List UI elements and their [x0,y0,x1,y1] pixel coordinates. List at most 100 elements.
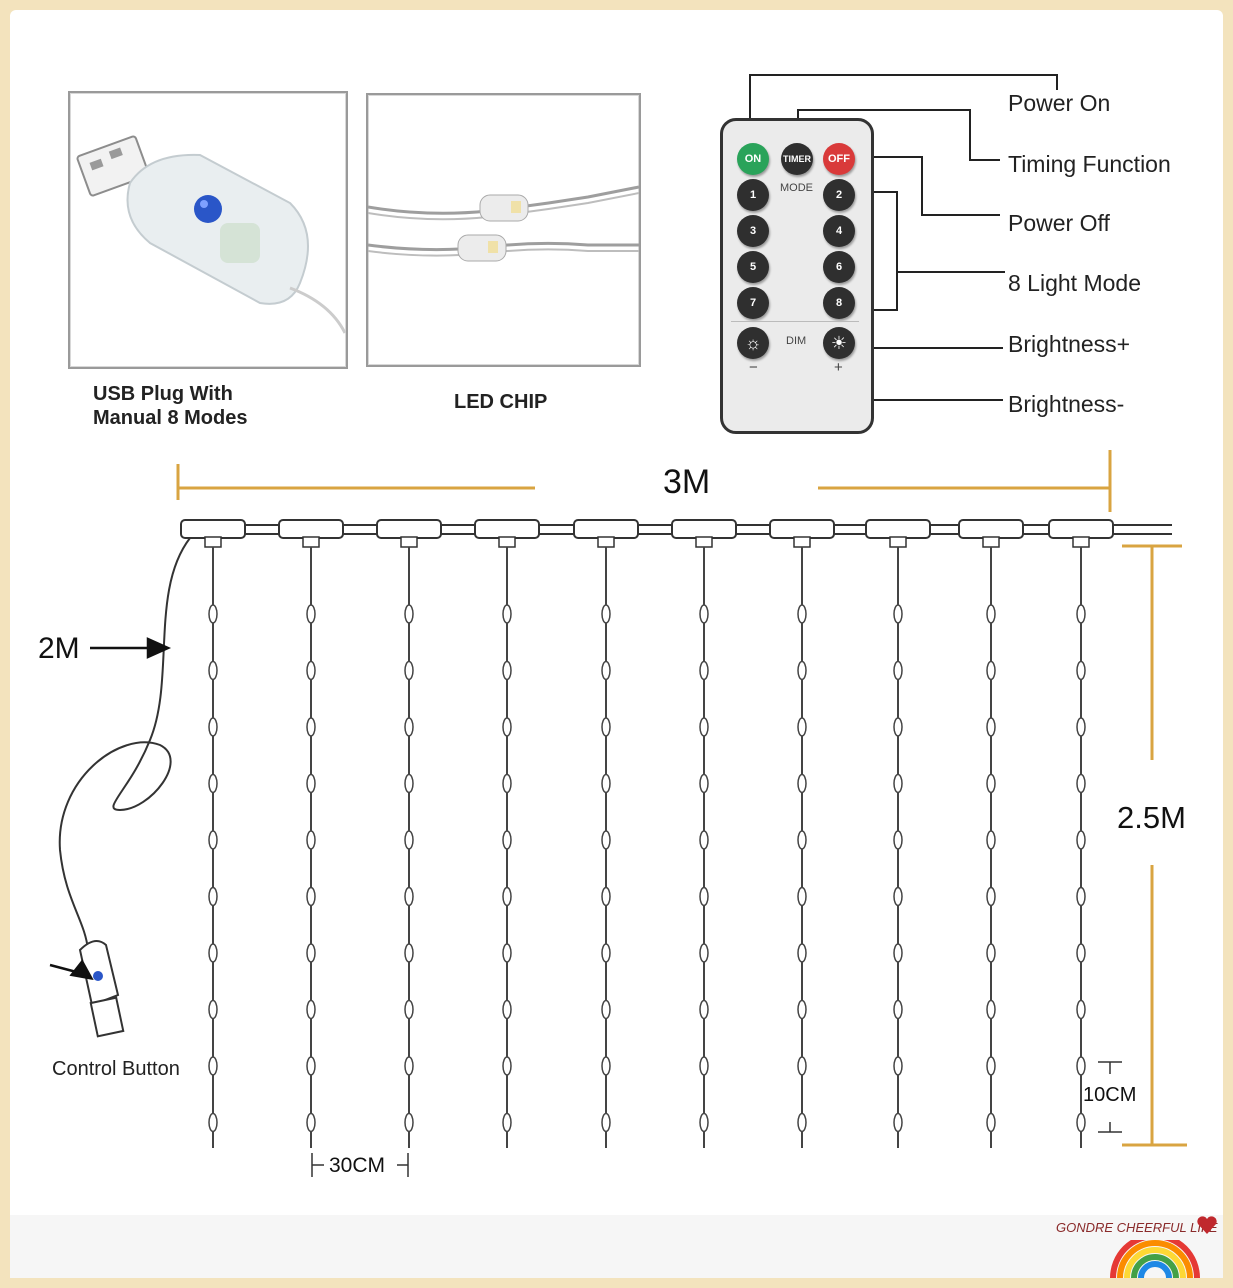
strand-connector-1 [180,519,246,539]
strand-5-led-6 [601,886,611,907]
strand-8-led-2 [893,660,903,681]
strand-connector-5 [573,519,639,539]
strand-3-led-2 [404,660,414,681]
strand-4-led-6 [502,886,512,907]
strand-1-led-2 [208,660,218,681]
strand-9-led-4 [986,773,996,794]
remote-mode-3[interactable]: 3 [737,215,769,247]
heart-icon [1197,1216,1217,1234]
strand-10-led-8 [1076,999,1086,1020]
strand-6-led-7 [699,943,709,963]
light-mode-label: 8 Light Mode [1008,270,1141,296]
remote-mode-8[interactable]: 8 [823,287,855,319]
led-chip-photo [366,93,641,367]
strand-1-led-7 [208,943,218,963]
strand-6-led-3 [699,717,709,737]
strand-3-led-4 [404,773,414,794]
remote-divider [731,321,859,322]
remote-mode-2[interactable]: 2 [823,179,855,211]
strand-8-led-7 [893,943,903,963]
strand-4-led-8 [502,999,512,1020]
strand-spacing-label: 30CM [329,1154,386,1177]
height-label: 2.5M [1117,800,1186,835]
remote-mode-7[interactable]: 7 [737,287,769,319]
strand-2-led-6 [306,886,316,907]
strand-2-led-7 [306,943,316,963]
strand-3-led-9 [404,1056,414,1076]
strand-2-led-1 [306,604,316,624]
sun-dim-icon: ☼ [744,332,762,353]
led-spacing-label: 10CM [1083,1084,1137,1106]
remote-plus-label: + [834,359,843,376]
strand-7-led-2 [797,660,807,681]
strand-8-led-1 [893,604,903,624]
strand-2-led-2 [306,660,316,681]
strand-7-led-6 [797,886,807,907]
strand-1-led-4 [208,773,218,794]
remote-brightness-up-button[interactable]: ☀ [823,327,855,359]
strand-10-led-4 [1076,773,1086,794]
strand-8-led-4 [893,773,903,794]
strand-cap-1 [204,536,222,548]
remote-on-button[interactable]: ON [737,143,769,175]
strand-10-led-10 [1076,1112,1086,1133]
remote-mode-1[interactable]: 1 [737,179,769,211]
strand-8-led-8 [893,999,903,1020]
strand-9-led-1 [986,604,996,624]
strand-6-led-10 [699,1112,709,1133]
strand-9-led-8 [986,999,996,1020]
strand-cap-8 [889,536,907,548]
strand-3-led-7 [404,943,414,963]
strand-5-led-2 [601,660,611,681]
remote-control: ON TIMER OFF MODE 1 2 3 4 5 6 7 8 ☼ DIM … [720,118,874,434]
strand-1-led-3 [208,717,218,737]
strand-6-led-6 [699,886,709,907]
strand-3-led-8 [404,999,414,1020]
remote-mode-5[interactable]: 5 [737,251,769,283]
strand-7-led-3 [797,717,807,737]
strand-6-led-8 [699,999,709,1020]
strand-6-led-9 [699,1056,709,1076]
strand-9-led-7 [986,943,996,963]
strand-7-led-4 [797,773,807,794]
curtain-light-drawing [49,450,1187,1177]
strand-4-led-10 [502,1112,512,1133]
strand-connector-7 [769,519,835,539]
strand-8-led-9 [893,1056,903,1076]
remote-brightness-down-button[interactable]: ☼ [737,327,769,359]
strand-8-led-3 [893,717,903,737]
strand-connector-2 [278,519,344,539]
remote-dim-label: DIM [786,335,807,347]
remote-mode-label: MODE [780,182,813,194]
strand-5-led-4 [601,773,611,794]
strand-7-led-1 [797,604,807,624]
strand-5-led-5 [601,830,611,850]
remote-timer-button[interactable]: TIMER [781,143,813,175]
strand-9-led-6 [986,886,996,907]
strand-4-led-2 [502,660,512,681]
remote-off-button[interactable]: OFF [823,143,855,175]
strand-10-led-5 [1076,830,1086,850]
strand-1-led-5 [208,830,218,850]
strand-2-led-9 [306,1056,316,1076]
brightness-down-label: Brightness- [1008,391,1125,417]
strand-connector-8 [865,519,931,539]
remote-mode-4[interactable]: 4 [823,215,855,247]
strand-10-led-2 [1076,660,1086,681]
control-button-label: Control Button [52,1058,180,1080]
width-label: 3M [663,463,711,501]
strand-1-led-10 [208,1112,218,1133]
strand-9-led-9 [986,1056,996,1076]
strand-6-led-1 [699,604,709,624]
remote-mode-6[interactable]: 6 [823,251,855,283]
strand-1-led-9 [208,1056,218,1076]
strand-9-led-2 [986,660,996,681]
strand-cap-2 [302,536,320,548]
strand-5-led-10 [601,1112,611,1133]
strand-7-led-7 [797,943,807,963]
strand-6-led-5 [699,830,709,850]
strand-connector-4 [474,519,540,539]
usb-plug-photo [68,91,348,369]
strand-8-led-10 [893,1112,903,1133]
strand-6-led-4 [699,773,709,794]
